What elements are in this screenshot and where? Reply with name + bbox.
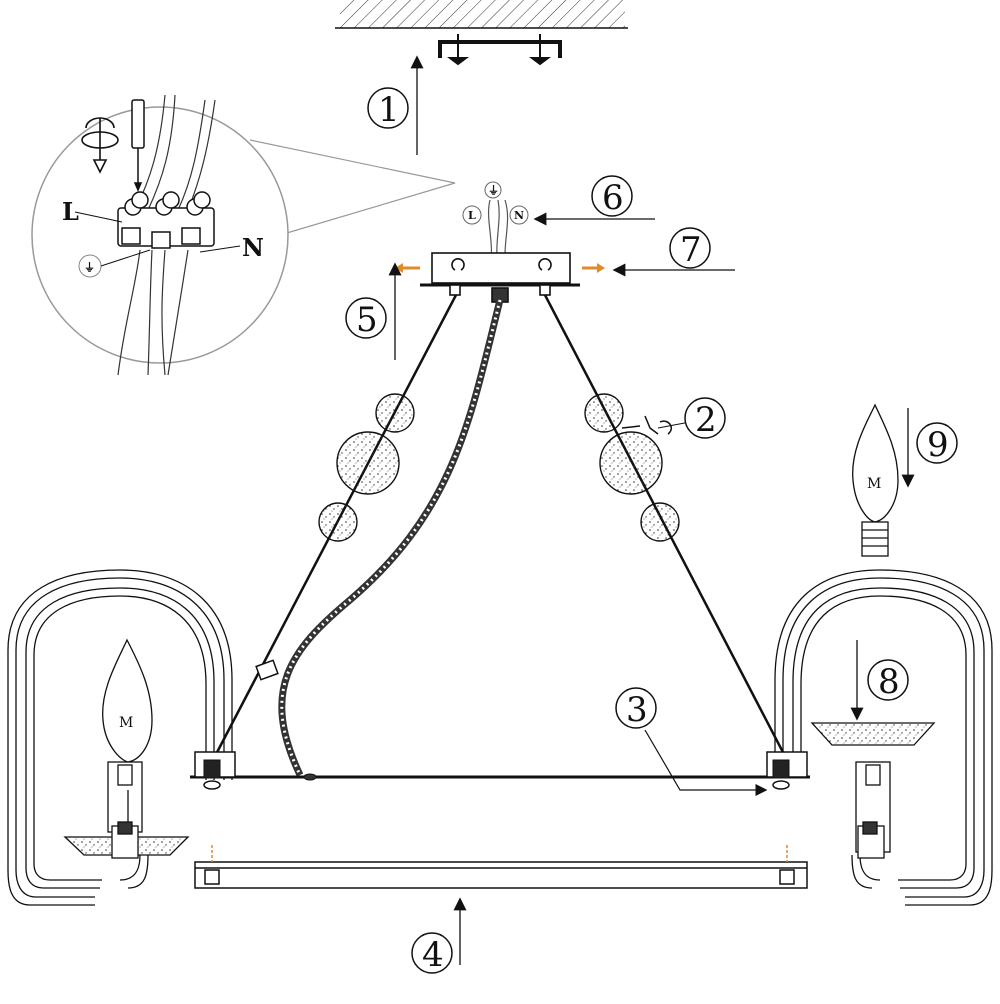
callout-6: 6 (591, 175, 633, 218)
left-arm (7, 569, 233, 906)
detail-ground-symbol: ⏚ (84, 261, 95, 274)
callout-7-label: 7 (680, 230, 702, 270)
callout-5-label: 5 (356, 300, 378, 340)
callout-8: 8 (867, 659, 909, 702)
canopy (420, 252, 580, 303)
callout-3-label: 3 (626, 690, 648, 730)
screwdriver-icon (131, 99, 145, 192)
callout-6-label: 6 (602, 178, 624, 218)
callout-7: 7 (669, 227, 711, 270)
step-3-arrow (644, 729, 768, 796)
callout-9: 9 (916, 422, 958, 465)
callout-3: 3 (615, 687, 657, 730)
upper-frame-bar (190, 751, 810, 790)
callout-1: 1 (367, 87, 409, 130)
callout-5: 5 (345, 297, 387, 340)
supply-ground-symbol: ⏚ (488, 184, 499, 197)
mounting-bracket (438, 34, 562, 66)
rotate-icon (81, 117, 119, 174)
callout-4: 4 (411, 932, 453, 975)
callout-9-label: 9 (927, 425, 949, 465)
ground-icon (484, 181, 502, 199)
right-arm (774, 569, 993, 906)
callout-4-label: 4 (422, 935, 444, 975)
right-bulb-assembly (810, 722, 936, 859)
detail-label-neutral: N (242, 233, 264, 262)
left-bulb-assembly: M (63, 638, 190, 859)
supply-label-live: L (468, 209, 476, 222)
hook-icon (621, 415, 672, 435)
lower-frame-bar (194, 845, 808, 889)
crystal-balls-left (318, 393, 415, 542)
step-callouts: 1 2 3 4 5 6 7 8 (345, 87, 958, 975)
crystal-balls-right (584, 393, 680, 542)
spare-bulb: M (852, 403, 899, 557)
suspension-rods (211, 294, 789, 761)
callout-2: 2 (684, 397, 726, 440)
wiring-detail: L N ⏚ (31, 94, 456, 376)
callout-2-label: 2 (695, 400, 717, 440)
power-cable (278, 299, 504, 777)
supply-label-neutral: N (514, 209, 524, 222)
ceiling (335, 0, 628, 29)
callout-8-label: 8 (878, 662, 900, 702)
callout-1-label: 1 (378, 90, 400, 130)
left-bulb-mark: M (119, 715, 133, 731)
terminal-block (117, 191, 215, 249)
detail-label-live: L (62, 197, 79, 226)
supply-wires: ⏚ L N (462, 181, 529, 271)
spare-bulb-mark: M (867, 476, 881, 492)
